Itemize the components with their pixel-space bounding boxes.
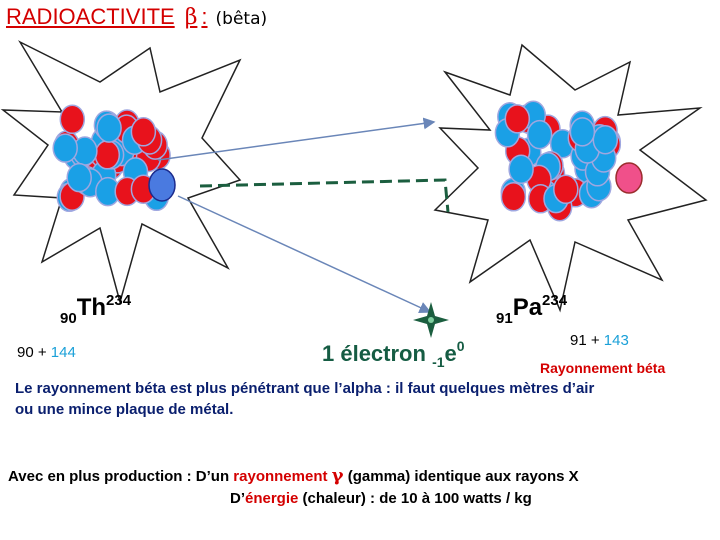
transformation-arrow-bottom (177, 195, 432, 314)
thorium-neutron-ball (96, 113, 122, 143)
penetration-text-line-2: ou une mince plaque de métal. (15, 401, 234, 418)
protactinium-nuclide-label: 91Pa234 (496, 292, 568, 327)
thorium-mass-number: 234 (106, 292, 132, 309)
electron-path-dashed (199, 178, 450, 213)
protactinium-symbol: Pa (512, 294, 543, 321)
thorium-neutron-ball (66, 162, 92, 193)
title-colon: : (201, 4, 208, 29)
protactinium-neutron-ball (508, 154, 534, 184)
protactinium-proton-ball (504, 104, 531, 134)
protactinium-proton-ball (500, 182, 527, 212)
protactinium-neutron-ball (569, 117, 596, 147)
thorium-neutron-ball (52, 133, 78, 163)
electron-text: 1 électron (322, 341, 426, 366)
electron-sparkle-icon (413, 302, 449, 338)
thorium-nucleon-count: 90 + 144 (17, 344, 76, 361)
electron-label: 1 électron -1e0 (322, 338, 465, 370)
protactinium-proton-ball (553, 174, 579, 205)
extra-production-line-1: Avec en plus production : D’un rayonneme… (8, 465, 579, 486)
electron-symbol: e (444, 341, 457, 366)
thorium-atomic-number: 90 (60, 310, 77, 327)
protactinium-neutron-count: 143 (603, 332, 629, 349)
title-beta-symbol: β (184, 5, 198, 30)
protactinium-plus: + (590, 332, 600, 349)
title-main: RADIOACTIVITE (6, 4, 175, 29)
thorium-proton-ball (94, 140, 121, 170)
page-title: RADIOACTIVITE β: (bêta) (6, 4, 267, 30)
protactinium-mass-number: 234 (542, 292, 568, 309)
title-subtitle: (bêta) (215, 9, 268, 29)
electron-mass: 0 (456, 338, 465, 354)
protactinium-nucleon-count: 91 + 143 (570, 332, 629, 349)
radiation-label: Rayonnement béta (540, 360, 666, 376)
thorium-symbol: Th (76, 294, 107, 321)
thorium-proton-ball (130, 117, 157, 147)
thorium-proton-ball (59, 104, 86, 135)
thorium-nuclide-label: 90Th234 (60, 292, 132, 327)
extra-l1-pre: Avec en plus production : D’un (8, 468, 230, 485)
protactinium-neutron-ball (592, 124, 619, 155)
extra-production-line-2: D’énergie (chaleur) : de 10 à 100 watts … (230, 490, 532, 507)
gamma-symbol: γ (331, 465, 344, 486)
protactinium-atomic-number: 91 (496, 310, 513, 327)
protactinium-nucleons-cluster (494, 100, 622, 222)
thorium-neutron-count: 144 (50, 344, 76, 361)
thorium-proton-count: 90 (17, 344, 34, 361)
protactinium-proton-count: 91 (570, 332, 587, 349)
extra-l2-post: (chaleur) : de 10 à 100 watts / kg (302, 490, 532, 507)
extra-l2-energie: énergie (245, 490, 299, 507)
protactinium-neutron-ball (526, 119, 553, 150)
new-proton-ball (615, 162, 643, 194)
thorium-plus: + (37, 344, 47, 361)
extra-l1-post: (gamma) identique aux rayons X (347, 468, 579, 485)
emitted-neutron-ball (148, 168, 176, 202)
transformation-arrow-top (157, 117, 436, 161)
extra-l2-pre: D’ (230, 490, 245, 507)
penetration-text-line-1: Le rayonnement béta est plus pénétrant q… (15, 380, 595, 397)
extra-l1-rayonnement: rayonnement (233, 468, 328, 485)
thorium-nucleons-cluster (52, 104, 171, 213)
electron-charge: -1 (432, 354, 445, 370)
